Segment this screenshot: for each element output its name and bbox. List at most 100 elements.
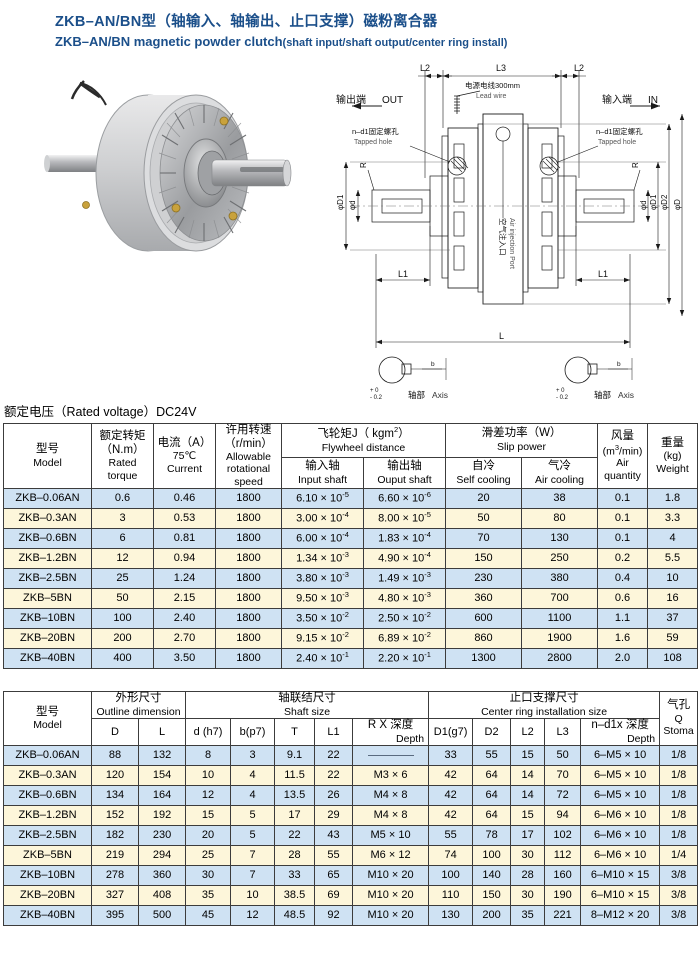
shaft-L1-cell: 92 [314, 905, 354, 927]
rx-depth-cell: M4 × 8 [352, 785, 430, 807]
current-cell: 2.15 [153, 588, 216, 610]
ring-D2-cell: 140 [472, 865, 512, 887]
product-photo [44, 80, 292, 252]
ring-L3-cell: 72 [544, 785, 582, 807]
stoma-cell: 1/8 [659, 805, 699, 827]
ring-L3-cell: 112 [544, 845, 582, 867]
table1-header-row-2: 输入轴 Input shaft 输出轴 Ouput shaft 自冷 Self … [4, 456, 698, 490]
shaft-b-cell: 12 [230, 905, 276, 927]
nd1-depth-cell: 6–M5 × 10 [580, 765, 661, 787]
dim-label-d-left: φd [348, 200, 357, 210]
shaft-b-cell: 4 [230, 785, 276, 807]
flywheel-input-cell: 9.15 × 10-2 [281, 628, 364, 650]
model-cell: ZKB–5BN [3, 588, 92, 610]
th2-center-ring-group: 止口支撑尺寸 Center ring installation size [428, 691, 661, 720]
flywheel-output-cell: 6.89 × 10-2 [363, 628, 446, 650]
outline-L-cell: 164 [137, 785, 187, 807]
ring-D1-cell: 55 [428, 825, 474, 847]
flywheel-output-cell: 4.80 × 10-3 [363, 588, 446, 610]
outline-L-cell: 294 [137, 845, 187, 867]
tolerance-right-lower: - 0.2 [556, 395, 569, 401]
dim-label-d-right: φd [639, 200, 648, 210]
ring-D2-cell: 100 [472, 845, 512, 867]
label-lead-wire-cn: 电源电线300mm [465, 80, 520, 90]
label-tapped-hole-en-left: Tapped hole [354, 139, 392, 146]
self-cooling-cell: 70 [445, 528, 522, 550]
stoma-cell: 3/8 [659, 905, 699, 927]
shaft-T-cell: 17 [274, 805, 316, 827]
dim-label-b-left: b [431, 361, 435, 368]
shaft-b-cell: 5 [230, 805, 276, 827]
weight-cell: 37 [647, 608, 699, 630]
rated-torque-cell: 0.6 [91, 488, 154, 510]
model-cell: ZKB–20BN [3, 628, 92, 650]
title-english-sub: (shaft input/shaft output/center ring in… [282, 37, 508, 50]
specification-table: 型号 Model 额定转矩 （N.m） Rated torque 电流（A） 7… [3, 422, 699, 670]
label-tapped-hole-en-right: Tapped hole [598, 139, 636, 146]
ring-L2-cell: 17 [510, 825, 546, 847]
rated-torque-cell: 100 [91, 608, 154, 630]
flywheel-output-cell: 2.50 × 10-2 [363, 608, 446, 630]
self-cooling-cell: 20 [445, 488, 522, 510]
outline-D-cell: 395 [91, 905, 139, 927]
model-cell: ZKB–0.06AN [3, 488, 92, 510]
title-chinese: ZKB–AN/BN型（轴输入、轴输出、止口支撑）磁粉离合器 [55, 14, 438, 30]
flywheel-input-cell: 6.10 × 10-5 [281, 488, 364, 510]
dim-label-L2-left: L2 [420, 63, 430, 73]
photo-lead-wire [70, 80, 107, 106]
th2-d: d (h7) [185, 718, 232, 747]
weight-cell: 3.3 [647, 508, 699, 530]
dim-label-L2-right: L2 [574, 63, 584, 73]
weight-cell: 1.8 [647, 488, 699, 510]
ring-L3-cell: 190 [544, 885, 582, 907]
ring-D2-cell: 150 [472, 885, 512, 907]
flywheel-output-cell: 6.60 × 10-6 [363, 488, 446, 510]
stoma-cell: 1/4 [659, 845, 699, 867]
outline-L-cell: 192 [137, 805, 187, 827]
flywheel-input-cell: 3.80 × 10-3 [281, 568, 364, 590]
flywheel-input-cell: 2.40 × 10-1 [281, 648, 364, 670]
label-axis-cn-left: 轴部 [408, 390, 426, 400]
ring-D2-cell: 64 [472, 765, 512, 787]
ring-L2-cell: 30 [510, 845, 546, 867]
dimension-table: 型号 Model 外形尺寸 Outline dimension 轴联结尺寸 Sh… [3, 691, 699, 927]
shaft-b-cell: 4 [230, 765, 276, 787]
outline-L-cell: 154 [137, 765, 187, 787]
air-cooling-cell: 2800 [520, 648, 599, 670]
empty-dash [367, 754, 414, 756]
th-allowable-speed: 许用转速 （r/min） Allowable rotational speed [215, 422, 282, 490]
weight-cell: 108 [647, 648, 699, 670]
th-model: 型号 Model [3, 422, 92, 490]
th-air-cooling: 气冷 Air cooling [520, 456, 599, 490]
rx-depth-cell: M5 × 10 [352, 825, 430, 847]
label-axis-cn-right: 轴部 [594, 390, 612, 400]
shaft-T-cell: 13.5 [274, 785, 316, 807]
th-rated-torque: 额定转矩 （N.m） Rated torque [91, 422, 154, 490]
ring-D2-cell: 64 [472, 785, 512, 807]
ring-L3-cell: 221 [544, 905, 582, 927]
title-english: ZKB–AN/BN magnetic powder clutch(shaft i… [55, 33, 700, 52]
rx-depth-cell: M3 × 6 [352, 765, 430, 787]
rated-torque-cell: 400 [91, 648, 154, 670]
shaft-b-cell: 5 [230, 825, 276, 847]
outline-L-cell: 360 [137, 865, 187, 887]
rx-depth-cell: M10 × 20 [352, 865, 430, 887]
shaft-b-cell: 10 [230, 885, 276, 907]
ring-L2-cell: 35 [510, 905, 546, 927]
shaft-d-cell: 30 [185, 865, 232, 887]
rated-torque-cell: 200 [91, 628, 154, 650]
model-cell: ZKB–0.6BN [3, 785, 92, 807]
label-output-en: OUT [382, 95, 403, 106]
dim-label-D1-left: φD1 [336, 194, 345, 210]
shaft-T-cell: 11.5 [274, 765, 316, 787]
speed-cell: 1800 [215, 608, 282, 630]
